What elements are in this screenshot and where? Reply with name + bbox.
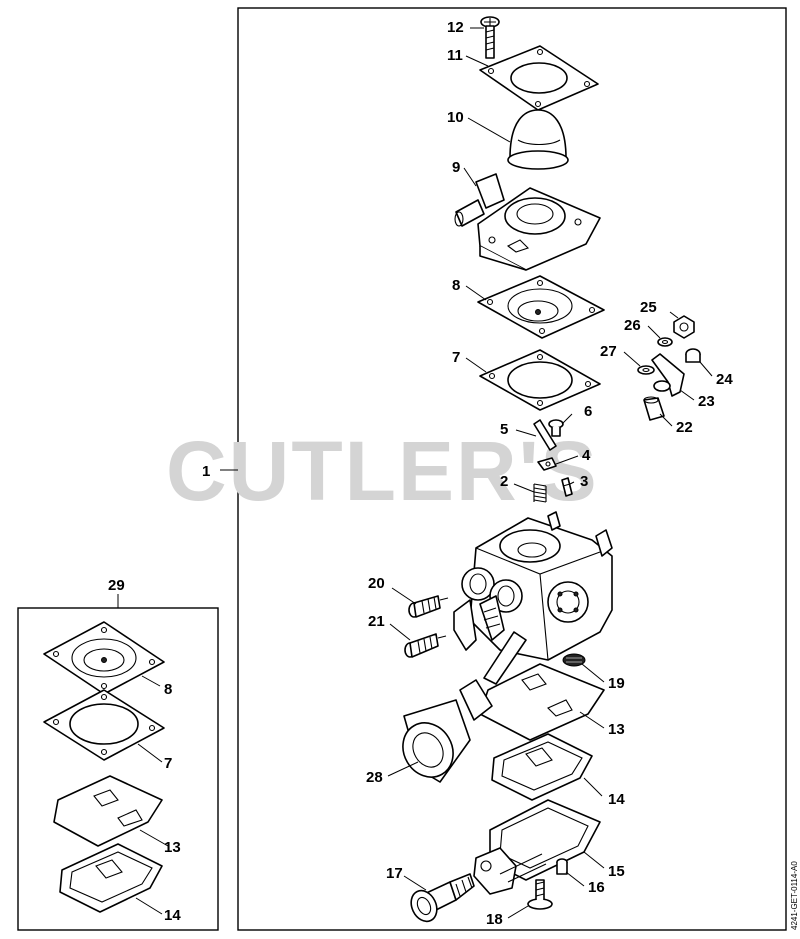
label-13: 13: [608, 721, 625, 738]
carburetor-body: [453, 511, 613, 685]
label-27: 27: [600, 343, 617, 360]
kit-label-13: 13: [164, 839, 181, 856]
label-20: 20: [368, 575, 385, 592]
part-2-spring: [533, 483, 547, 503]
part-8-diaphragm: [477, 275, 605, 339]
part-16-plug: [556, 858, 568, 875]
label-5: 5: [500, 421, 508, 438]
label-8: 8: [452, 277, 460, 294]
part-10-primer-bulb: [507, 109, 569, 170]
label-1: 1: [202, 463, 210, 480]
kit-part-7-gasket: [43, 689, 165, 761]
label-12: 12: [447, 19, 464, 36]
label-24: 24: [716, 371, 733, 388]
label-6: 6: [584, 403, 592, 420]
label-2: 2: [500, 473, 508, 490]
label-9: 9: [452, 159, 460, 176]
label-14: 14: [608, 791, 625, 808]
kit-label-14: 14: [164, 907, 181, 924]
part-25-nut: [673, 315, 695, 339]
label-19: 19: [608, 675, 625, 692]
part-3-inlet-needle: [561, 477, 573, 497]
kit-part-8-diaphragm: [43, 621, 165, 695]
part-24-bushing: [685, 348, 701, 363]
part-22-cap: [643, 396, 665, 421]
label-3: 3: [580, 473, 588, 490]
leader-lines: [117, 27, 713, 919]
diagram-reference-code: 4241-GET-0114-A0: [790, 861, 799, 930]
label-22: 22: [676, 419, 693, 436]
part-21-adjusting-screw: [404, 633, 447, 658]
label-25: 25: [640, 299, 657, 316]
part-27-clip: [637, 365, 655, 375]
label-16: 16: [588, 879, 605, 896]
part-5-pin: [533, 419, 557, 451]
main-assembly-frame: [237, 7, 787, 931]
part-18-screw: [527, 879, 553, 910]
part-23-throttle-lever: [651, 353, 685, 397]
part-12-screw: [480, 16, 500, 59]
label-7: 7: [452, 349, 460, 366]
kit-label-7: 7: [164, 755, 172, 772]
part-7-gasket: [479, 349, 601, 411]
part-17-fuel-fitting: [410, 873, 475, 923]
label-23: 23: [698, 393, 715, 410]
label-15: 15: [608, 863, 625, 880]
part-26-washer: [657, 337, 673, 347]
part-20-adjusting-screw: [408, 595, 449, 618]
part-28-intake-fitting: [402, 679, 493, 783]
label-26: 26: [624, 317, 641, 334]
label-4: 4: [582, 447, 591, 464]
part-9-cover: [454, 173, 601, 271]
callout-labels: 12 11 10 9 8 7 6 5 4 3 2 1 25 26 27 24 2…: [108, 19, 733, 928]
part-19-screen: [562, 653, 586, 667]
label-29: 29: [108, 577, 125, 594]
kit-part-13-pump-diaphragm: [53, 775, 163, 847]
part-11-gasket: [479, 45, 599, 111]
part-13-pump-diaphragm: [479, 663, 605, 741]
kit-label-8: 8: [164, 681, 172, 698]
label-21: 21: [368, 613, 385, 630]
label-18: 18: [486, 911, 503, 928]
label-28: 28: [366, 769, 383, 786]
part-4-lever: [537, 457, 557, 471]
label-17: 17: [386, 865, 403, 882]
watermark: CUTLER'S: [166, 424, 599, 518]
kit-part-14-gasket: [59, 843, 163, 913]
label-10: 10: [447, 109, 464, 126]
part-14-gasket: [491, 733, 593, 801]
part-6-screw: [548, 419, 564, 437]
label-11: 11: [447, 47, 463, 64]
